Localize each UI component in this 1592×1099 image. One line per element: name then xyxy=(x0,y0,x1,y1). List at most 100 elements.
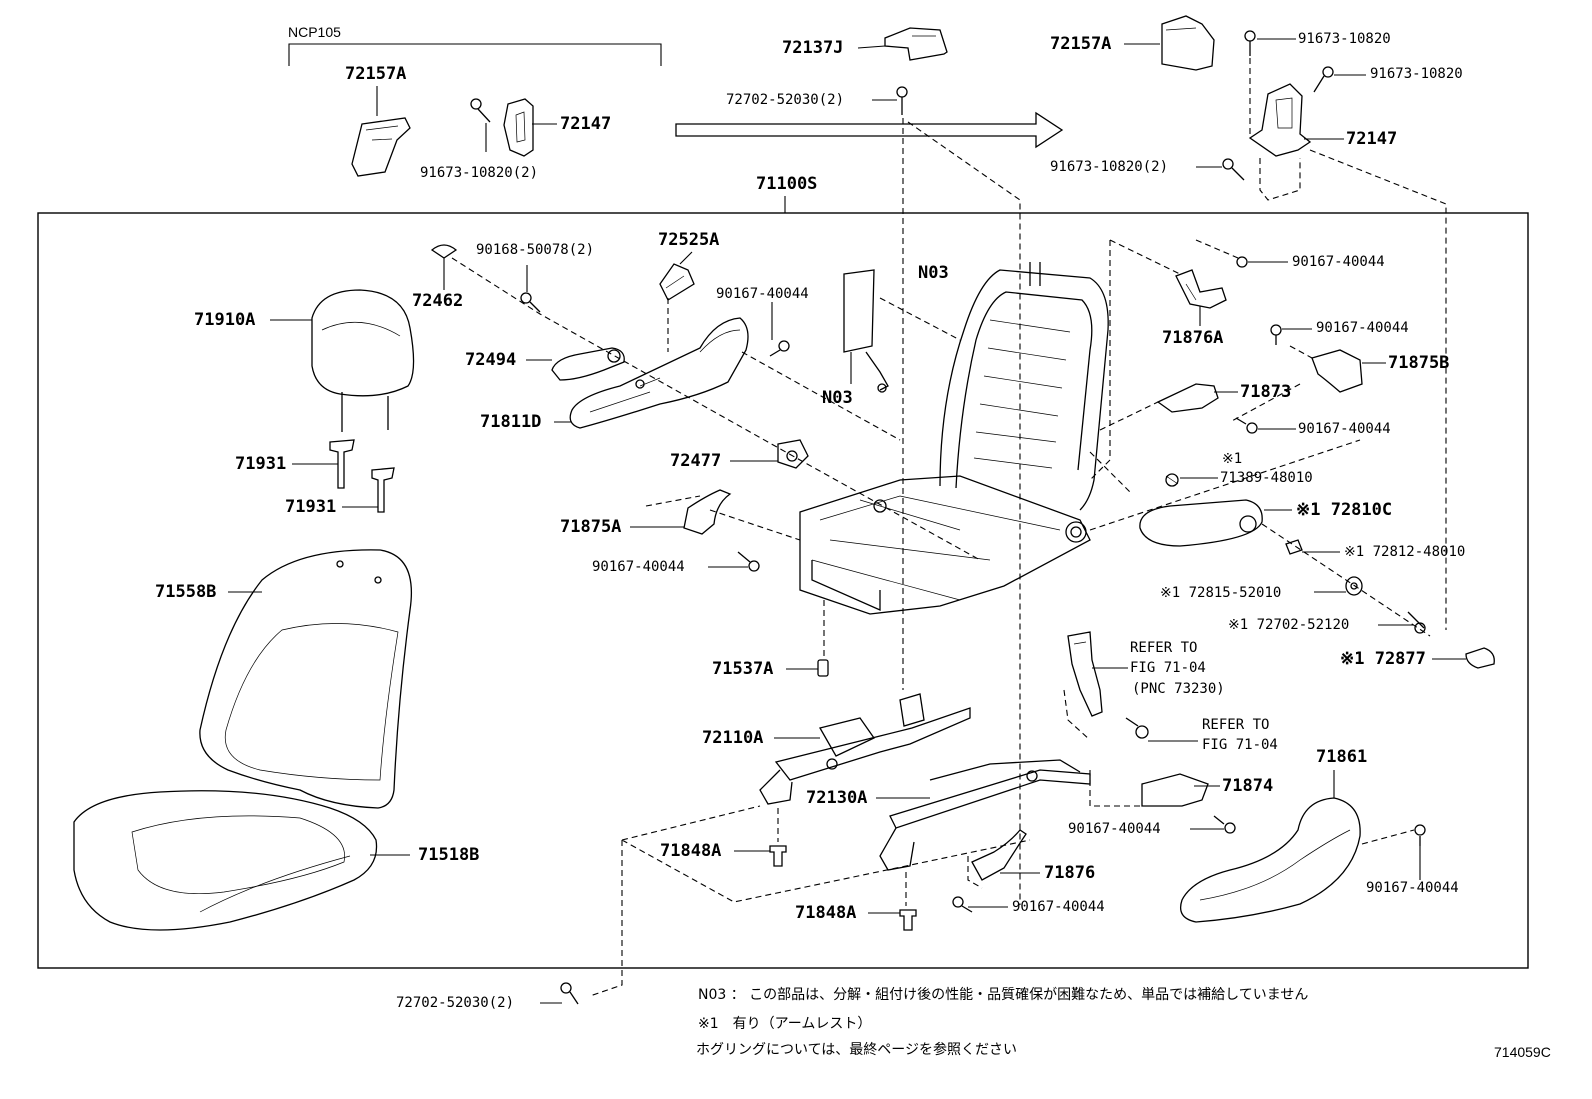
screw-90167-a xyxy=(769,340,790,357)
label-91673-left: 91673-10820(2) xyxy=(420,165,539,181)
note-line-3: ホグリングについては、最終ページを参照ください xyxy=(696,1042,1018,1058)
note-line-2: ※1 有り（アームレスト） xyxy=(698,1016,872,1032)
part-71873 xyxy=(1156,383,1219,413)
assembly-box xyxy=(37,212,1529,969)
label-90167-e: 90167-40044 xyxy=(1316,320,1409,336)
label-71876: 71876 xyxy=(1044,863,1096,883)
bolt-91673-left xyxy=(470,98,491,123)
variant-label: NCP105 xyxy=(288,24,341,40)
label-72702-bottom: 72702-52030(2) xyxy=(396,995,515,1011)
screw-90168 xyxy=(520,292,541,313)
label-72137J: 72137J xyxy=(782,38,844,58)
label-refer2-a: REFER TO xyxy=(1202,717,1270,733)
label-72702-top: 72702-52030(2) xyxy=(726,92,845,108)
part-72494-lever xyxy=(551,347,625,381)
part-71910A-headrest xyxy=(311,289,415,432)
screw-90167-h xyxy=(1414,824,1426,846)
part-71537A-clip xyxy=(817,659,829,677)
label-refer1-a: REFER TO xyxy=(1130,640,1198,656)
label-72147-right: 72147 xyxy=(1346,129,1398,149)
label-90167-b: 90167-40044 xyxy=(592,559,685,575)
label-71874: 71874 xyxy=(1222,776,1274,796)
label-72157A-left: 72157A xyxy=(345,64,407,84)
part-72157A-right-shape xyxy=(1161,15,1215,71)
label-71537A: 71537A xyxy=(712,659,774,679)
part-72877-cap xyxy=(1465,647,1495,669)
part-72147-left-shape xyxy=(503,98,534,157)
bolt-91673-r3 xyxy=(1222,158,1245,181)
part-71811D-shield xyxy=(569,317,749,429)
label-72494: 72494 xyxy=(465,350,517,370)
label-90167-d: 90167-40044 xyxy=(1292,254,1385,270)
label-refer2-b: FIG 71-04 xyxy=(1202,737,1278,753)
part-72157A-left-shape xyxy=(351,117,411,177)
bolt-72702-bottom xyxy=(560,982,579,1005)
label-72130A: 72130A xyxy=(806,788,868,808)
label-72810C: ※1 72810C xyxy=(1296,500,1393,520)
part-N03-airbag xyxy=(843,269,889,393)
label-71848A-a: 71848A xyxy=(660,841,722,861)
label-72702-52120: ※1 72702-52120 xyxy=(1228,617,1350,633)
part-72147-right-shape xyxy=(1248,83,1312,157)
label-N03-a: N03 xyxy=(918,263,949,283)
part-72812 xyxy=(1285,539,1303,555)
label-90167-g: 90167-40044 xyxy=(1068,821,1161,837)
bolt-72702-52120 xyxy=(1407,611,1426,634)
part-72477 xyxy=(777,439,809,469)
part-72815 xyxy=(1345,576,1363,596)
label-72877: ※1 72877 xyxy=(1340,649,1426,669)
note-line-1: N03 ： この部品は、分解・組付け後の性能・品質確保が困難なため、単品では補給… xyxy=(698,987,1309,1003)
label-N03-b: N03 xyxy=(822,388,853,408)
label-72815: ※1 72815-52010 xyxy=(1160,585,1282,601)
screw-90167-g xyxy=(1213,815,1236,834)
part-72110A-rail xyxy=(759,693,971,805)
label-72525A: 72525A xyxy=(658,230,720,250)
part-72810C-armrest xyxy=(1139,499,1263,547)
part-71875A xyxy=(683,489,732,535)
part-71876 xyxy=(971,829,1027,881)
label-71876A: 71876A xyxy=(1162,328,1224,348)
part-71389 xyxy=(1165,473,1179,487)
part-71518B-cushion-cover xyxy=(73,790,378,931)
part-71876A xyxy=(1175,269,1227,309)
label-91673-r3: 91673-10820(2) xyxy=(1050,159,1169,175)
label-72812: ※1 72812-48010 xyxy=(1344,544,1466,560)
label-71873: 71873 xyxy=(1240,382,1292,402)
label-91673-r2: 91673-10820 xyxy=(1370,66,1463,82)
screw-90167-b xyxy=(737,551,760,572)
direction-arrow xyxy=(675,111,1064,149)
part-72130A-rail xyxy=(879,759,1091,871)
label-71811D: 71811D xyxy=(480,412,542,432)
label-71931-b: 71931 xyxy=(285,497,337,517)
seat-frame xyxy=(799,262,1109,615)
part-72137J-shape xyxy=(884,27,948,61)
label-72477: 72477 xyxy=(670,451,722,471)
bolt-91673-r2 xyxy=(1313,66,1334,93)
label-90167-f: 90167-40044 xyxy=(1298,421,1391,437)
part-71861-side-shield xyxy=(1179,797,1361,923)
screw-90167-f xyxy=(1235,417,1258,434)
label-71875B: 71875B xyxy=(1388,353,1450,373)
label-72110A: 72110A xyxy=(702,728,764,748)
label-71100S: 71100S xyxy=(756,174,818,194)
label-71389: 71389-48010 xyxy=(1220,470,1313,486)
bolt-91673-r1 xyxy=(1244,30,1256,56)
label-71558B: 71558B xyxy=(155,582,217,602)
screw-90167-e xyxy=(1270,324,1282,345)
label-71861: 71861 xyxy=(1316,747,1368,767)
label-71389-note: ※1 xyxy=(1222,451,1243,467)
label-refer1-c: (PNC 73230) xyxy=(1132,681,1225,697)
screw-90167-c xyxy=(952,896,973,913)
label-72462: 72462 xyxy=(412,291,464,311)
label-90167-h: 90167-40044 xyxy=(1366,880,1459,896)
label-71931-a: 71931 xyxy=(235,454,287,474)
label-71910A: 71910A xyxy=(194,310,256,330)
part-71874 xyxy=(1141,773,1209,807)
part-71931-b xyxy=(371,467,395,513)
label-91673-r1: 91673-10820 xyxy=(1298,31,1391,47)
bolt-72702-top xyxy=(896,86,908,115)
variant-bracket xyxy=(288,43,662,66)
label-90168: 90168-50078(2) xyxy=(476,242,595,258)
part-71848A-b xyxy=(899,909,917,931)
